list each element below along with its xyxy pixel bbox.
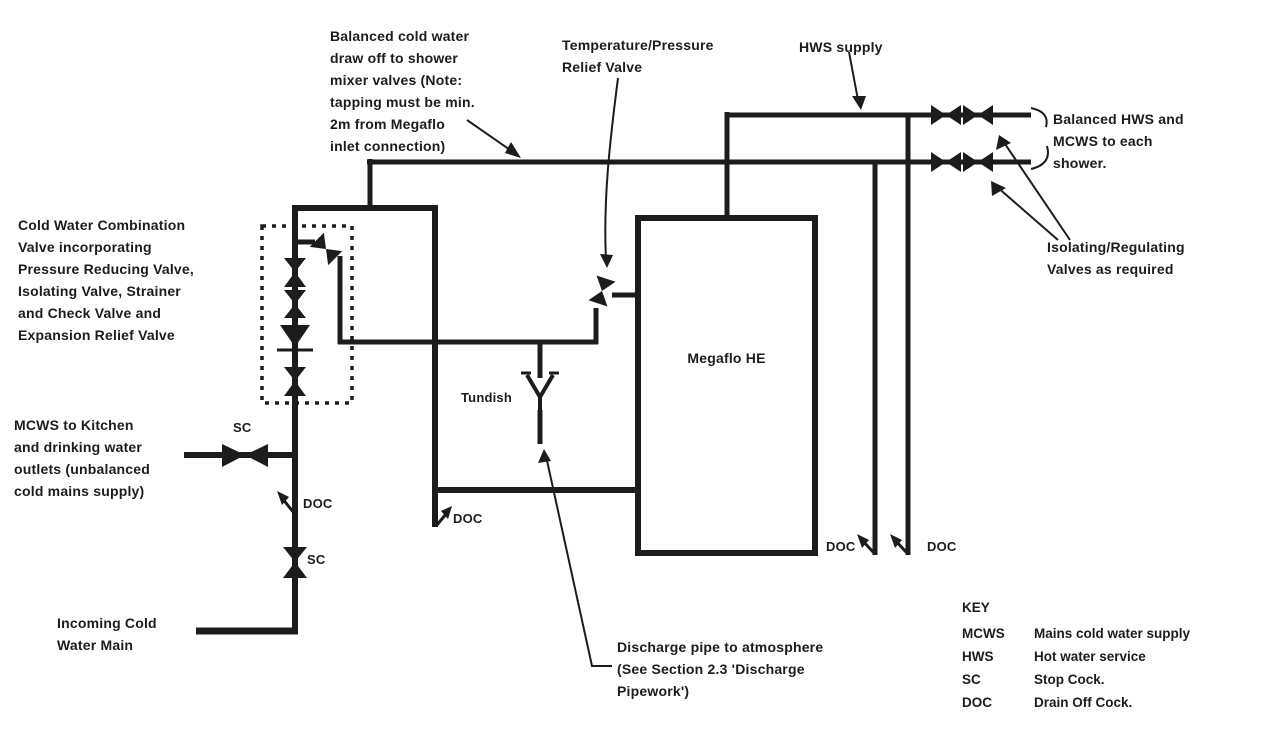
- doc-coldfeed-label: DOC: [453, 511, 483, 526]
- leader-isolating-top-arrow: [996, 135, 1071, 241]
- combination-valve-label: Cold Water Combination Valve incorporati…: [18, 217, 194, 343]
- leader-balanced-cold-arrow: [466, 119, 521, 158]
- regulating-valve-cold-2-icon: [963, 152, 993, 172]
- check-valve-icon: [284, 367, 306, 396]
- pressure-reducing-valve-icon: [284, 258, 306, 287]
- key-abbr-doc: DOC: [962, 695, 992, 710]
- key-legend: KEY MCWS Mains cold water supply HWS Hot…: [962, 600, 1190, 714]
- isolating-regulating-label: Isolating/Regulating Valves as required: [1047, 239, 1185, 277]
- key-row-hws: HWS Hot water service: [962, 645, 1190, 668]
- leader-tp-relief-arrow: [600, 77, 619, 268]
- sc-riser-label: SC: [307, 552, 326, 567]
- megaflo-tank-label: Megaflo HE: [687, 350, 766, 366]
- drain-cock-shower-hws-icon: [890, 534, 909, 555]
- shower-outlet-brace: [1030, 107, 1049, 170]
- key-title: KEY: [962, 600, 990, 615]
- expansion-relief-valve-icon: [309, 232, 343, 266]
- incoming-main-label: Incoming Cold Water Main: [57, 615, 157, 653]
- check-valve-strainer-icon: [277, 325, 313, 352]
- balanced-hws-label: Balanced HWS and MCWS to each shower.: [1053, 111, 1184, 171]
- tundish-symbol: [521, 371, 559, 412]
- key-meaning-sc: Stop Cock.: [1034, 672, 1105, 687]
- hws-supply-label: HWS supply: [799, 39, 883, 55]
- regulating-valve-hws-2-icon: [963, 105, 993, 125]
- mcws-kitchen-label: MCWS to Kitchen and drinking water outle…: [14, 417, 151, 499]
- key-abbr-hws: HWS: [962, 649, 994, 664]
- leader-hws-supply-arrow: [848, 51, 866, 110]
- balanced-cold-label: Balanced cold water draw off to shower m…: [330, 28, 475, 154]
- pipe-main-cold-run: [292, 205, 438, 632]
- doc-shower-cold-label: DOC: [826, 539, 856, 554]
- stop-cock-branch-icon: [222, 444, 268, 467]
- key-row-mcws: MCWS Mains cold water supply: [962, 622, 1190, 645]
- leader-discharge-arrow: [538, 449, 612, 667]
- key-meaning-doc: Drain Off Cock.: [1034, 695, 1133, 710]
- discharge-pipe-label: Discharge pipe to atmosphere (See Sectio…: [617, 639, 824, 699]
- doc-shower-hws-label: DOC: [927, 539, 957, 554]
- combination-valve-dashed-box: [260, 224, 354, 405]
- drain-cock-shower-cold-icon: [857, 534, 876, 555]
- isolating-valve-icon: [284, 290, 306, 318]
- isolating-valve-cold-1-icon: [931, 152, 961, 172]
- tundish-label: Tundish: [461, 390, 512, 405]
- key-meaning-hws: Hot water service: [1034, 649, 1146, 664]
- tp-relief-label: Temperature/Pressure Relief Valve: [562, 37, 714, 75]
- key-meaning-mcws: Mains cold water supply: [1034, 626, 1191, 641]
- drain-cock-coldfeed-icon: [434, 506, 452, 527]
- key-row-sc: SC Stop Cock.: [962, 668, 1190, 691]
- drain-cock-riser-icon: [277, 491, 296, 514]
- key-abbr-mcws: MCWS: [962, 626, 1005, 641]
- leader-isolating-bottom-arrow: [991, 181, 1059, 241]
- megaflo-tank-box: [635, 215, 818, 556]
- doc-riser-label: DOC: [303, 496, 333, 511]
- key-abbr-sc: SC: [962, 672, 981, 687]
- key-row-doc: DOC Drain Off Cock.: [962, 691, 1190, 714]
- stop-cock-riser-icon: [283, 547, 307, 578]
- isolating-valve-hws-1-icon: [931, 105, 961, 125]
- tp-relief-valve-icon: [588, 275, 616, 307]
- sc-branch-label: SC: [233, 420, 252, 435]
